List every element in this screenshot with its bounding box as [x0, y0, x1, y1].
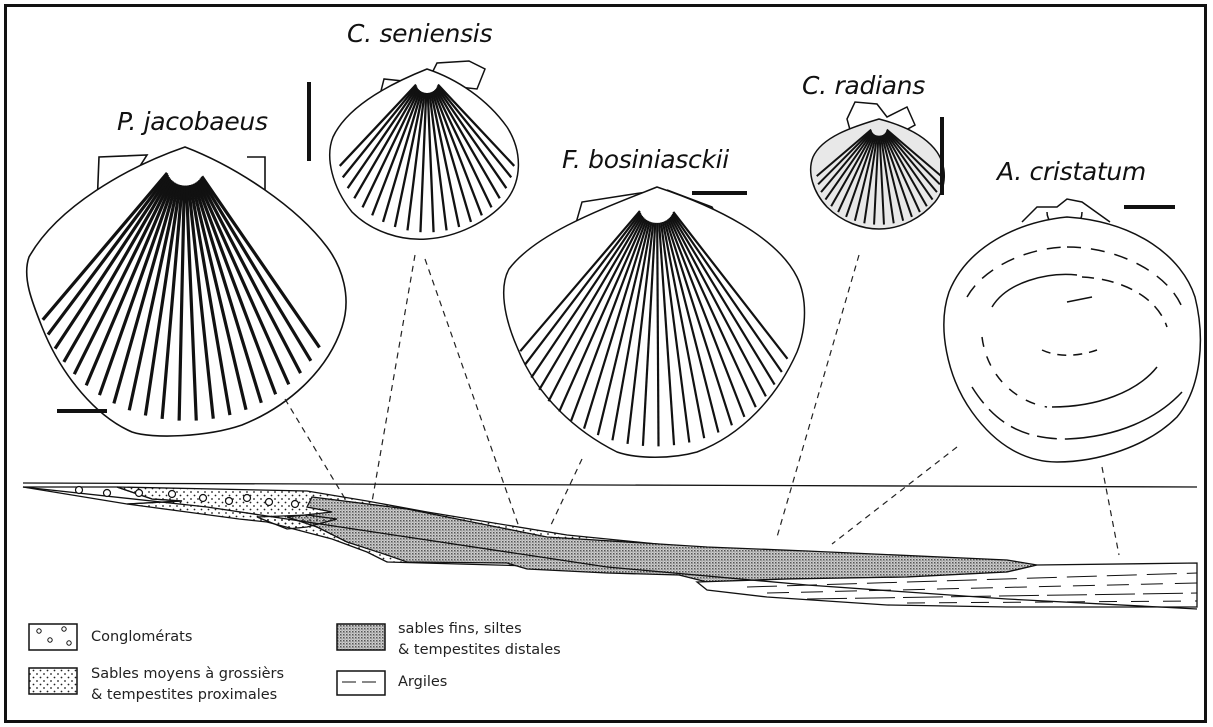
legend-label-sables-fins-1: sables fins, siltes — [398, 618, 522, 640]
label-c-radians: C. radians — [802, 71, 925, 100]
legend-label-argiles: Argiles — [398, 671, 447, 693]
shell-c-seniensis — [330, 61, 519, 239]
legend-swatch-sables-moyens — [29, 668, 77, 694]
label-a-cristatum: A. cristatum — [997, 157, 1146, 186]
stratigraphic-section — [23, 483, 1197, 609]
shell-p-jacobaeus — [27, 147, 346, 436]
sables-fins-layer — [287, 497, 1037, 582]
legend-swatch-conglomerats — [29, 624, 77, 650]
legend-label-sables-fins-2: & tempestites distales — [398, 639, 561, 661]
label-c-seniensis: C. seniensis — [347, 19, 492, 48]
legend-label-conglomerats: Conglomérats — [91, 626, 192, 648]
legend-swatch-sables-fins — [337, 624, 385, 650]
label-f-bosiniasckii: F. bosiniasckii — [562, 145, 729, 174]
shell-a-cristatum — [944, 199, 1200, 462]
label-p-jacobaeus: P. jacobaeus — [117, 107, 268, 136]
legend-label-sables-moyens-1: Sables moyens à grossièrs — [91, 663, 284, 685]
legend-label-sables-moyens-2: & tempestites proximales — [91, 684, 277, 706]
shell-rib — [657, 223, 658, 446]
shell-f-bosiniasckii — [504, 187, 805, 457]
legend-swatch-argiles — [337, 671, 385, 695]
shell-c-radians — [811, 102, 945, 229]
figure-frame: P. jacobaeus C. seniensis F. bosiniascki… — [4, 4, 1207, 723]
